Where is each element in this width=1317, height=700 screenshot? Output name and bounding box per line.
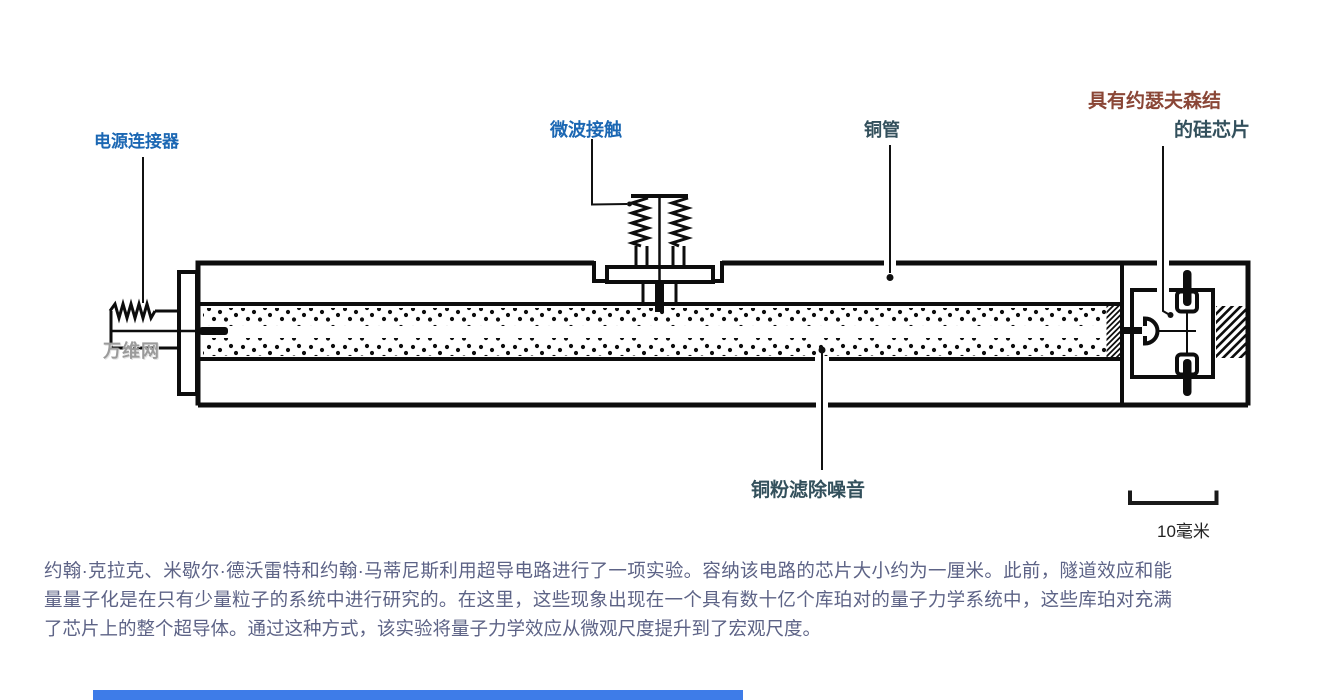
copper-powder-label: 铜粉滤除噪音 — [751, 480, 866, 501]
silicon-chip-label: 的硅芯片 — [1174, 120, 1251, 141]
power-coil — [108, 298, 157, 324]
connector-thread-left — [626, 196, 654, 248]
copper-tube-label: 铜管 — [864, 120, 900, 140]
silicon-chip-outline — [1130, 288, 1215, 379]
hatch-block-right — [1216, 306, 1247, 358]
bottom-scrollbar-thumb[interactable] — [93, 690, 743, 700]
watermark: 万维网 — [103, 341, 160, 361]
leader-lines — [142, 139, 1174, 470]
scale-label: 10毫米 — [1157, 522, 1210, 541]
josephson-leader — [1162, 146, 1170, 316]
scale-bar — [1128, 490, 1219, 505]
microwave-leader — [591, 139, 628, 206]
power-connector-assembly — [108, 298, 228, 350]
josephson-junction-label: 具有约瑟夫森结 — [1088, 91, 1222, 112]
microwave-contact-label: 微波接触 — [550, 120, 622, 140]
left-flange — [177, 270, 199, 396]
power-connector-label: 电源连接器 — [94, 132, 179, 151]
caption-paragraph: 约翰·克拉克、米歇尔·德沃雷特和约翰·马蒂尼斯利用超导电路进行了一项实验。容纳该… — [44, 560, 1172, 639]
connector-thread-right — [666, 196, 694, 248]
hatch-block-left — [1106, 305, 1121, 359]
chip-end-section — [1106, 263, 1247, 403]
copper-powder-filter — [200, 302, 1121, 361]
microwave-connector — [592, 194, 724, 312]
